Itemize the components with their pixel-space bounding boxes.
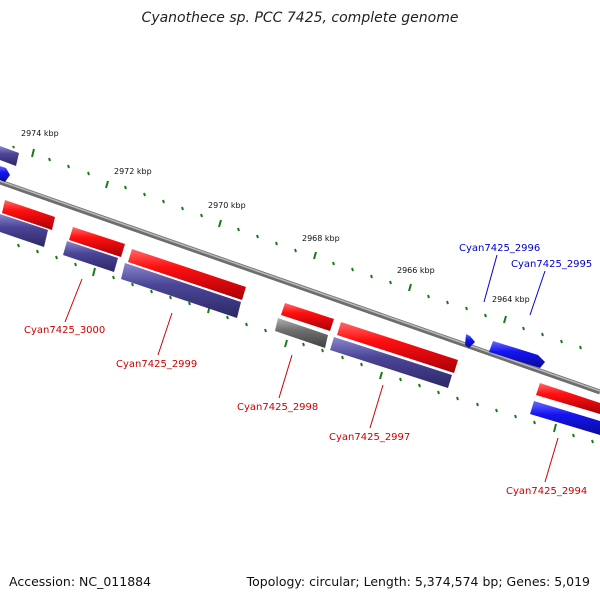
gene-label-cyan7425-2998[interactable]: Cyan7425_2998 (237, 402, 318, 413)
gene-red-5[interactable] (337, 322, 458, 373)
gene-red-4[interactable] (281, 303, 334, 331)
pseudo-gene[interactable] (275, 318, 328, 348)
scale-label-2964: 2964 kbp (492, 295, 530, 304)
callout-line-3000 (64, 278, 83, 323)
genome-backbone (0, 179, 600, 395)
gene-label-cyan7425-2995[interactable]: Cyan7425_2995 (511, 259, 592, 270)
gene-label-cyan7425-2997[interactable]: Cyan7425_2997 (329, 432, 410, 443)
cds-band-2[interactable] (63, 241, 118, 272)
gene-label-cyan7425-2994[interactable]: Cyan7425_2994 (506, 486, 587, 497)
gene-outer-blue-left[interactable] (0, 166, 10, 182)
callout-line-2995 (529, 270, 546, 316)
cds-band-3[interactable] (121, 263, 241, 318)
callout-line-2996 (483, 254, 498, 303)
gene-red-6[interactable] (536, 383, 600, 414)
callout-line-2998 (278, 354, 293, 399)
callout-line-2994 (544, 437, 559, 483)
accession-label: Accession: NC_011884 (9, 574, 152, 589)
cds-band-1[interactable] (0, 214, 48, 247)
scale-label-2972: 2972 kbp (114, 167, 152, 176)
scale-label-2974: 2974 kbp (21, 129, 59, 138)
gene-label-cyan7425-2996[interactable]: Cyan7425_2996 (459, 243, 540, 254)
map-title: Cyanothece sp. PCC 7425, complete genome (141, 10, 459, 26)
gene-outer-band-left[interactable] (0, 146, 19, 166)
gene-blue-2994[interactable] (530, 401, 600, 435)
gene-red-2[interactable] (69, 227, 125, 257)
outer-scale-ticks (12, 145, 582, 350)
gene-blue-2995[interactable] (489, 341, 545, 368)
genome-summary: Topology: circular; Length: 5,374,574 bp… (246, 574, 590, 589)
gene-blue-small[interactable] (465, 334, 475, 348)
cds-band-4[interactable] (330, 337, 452, 388)
gene-red-1[interactable] (2, 200, 55, 230)
gene-label-cyan7425-3000[interactable]: Cyan7425_3000 (24, 325, 105, 336)
inner-scale-ticks (17, 243, 594, 444)
scale-label-2966: 2966 kbp (397, 266, 435, 275)
gene-label-cyan7425-2999[interactable]: Cyan7425_2999 (116, 359, 197, 370)
scale-label-2970: 2970 kbp (208, 201, 246, 210)
genome-backbone-highlight (0, 180, 600, 392)
callout-line-2997 (369, 384, 384, 429)
scale-label-2968: 2968 kbp (302, 234, 340, 243)
gene-red-3[interactable] (128, 249, 246, 300)
callout-line-2999 (157, 312, 173, 356)
